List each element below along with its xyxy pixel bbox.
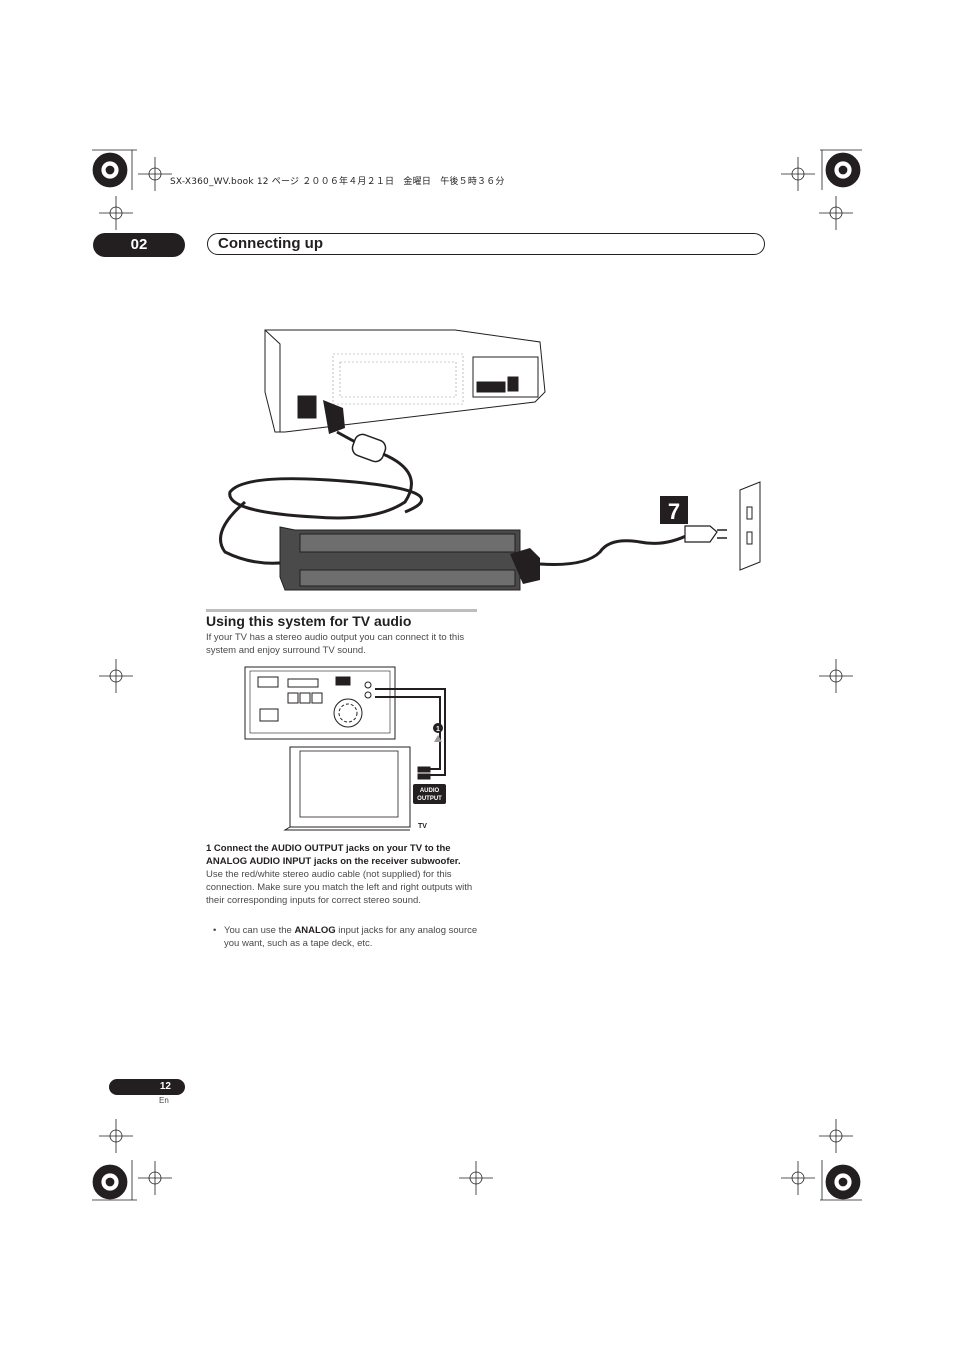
receiver-back-panel xyxy=(244,666,396,740)
bullet-suffix: input jacks for any analog source you wa… xyxy=(224,925,478,949)
bullet-dot-icon: • xyxy=(213,925,217,936)
game-console-drawing xyxy=(264,329,546,433)
section-title: Using this system for TV audio xyxy=(206,613,412,629)
file-header: SX-X360_WV.book 12 ページ ２００６年４月２１日 金曜日 午後… xyxy=(170,177,505,187)
step-1-callout: 1 xyxy=(436,726,440,733)
power-supply-brick xyxy=(279,526,521,591)
bullet-prefix: You can use the xyxy=(224,925,295,936)
audio-output-label-box xyxy=(413,784,446,804)
audio-output-label-line2: OUTPUT xyxy=(417,796,442,802)
bullet-bold-term: ANALOG xyxy=(294,925,336,936)
tv-audio-connection-illustration: 1 AUDIO OUTPUT TV xyxy=(244,666,446,831)
step-7-badge xyxy=(660,496,688,524)
section-rule xyxy=(206,609,477,612)
wall-outlet-drawing xyxy=(739,481,761,571)
page-language: En xyxy=(159,1096,169,1105)
page-number: 12 xyxy=(109,1079,185,1095)
power-connection-illustration: 7 xyxy=(219,329,761,591)
chapter-title: Connecting up xyxy=(218,235,323,252)
step-7-badge-label: 7 xyxy=(668,499,680,524)
tv-drawing xyxy=(283,746,431,831)
chapter-title-bar xyxy=(207,233,765,255)
console-vent-holes xyxy=(332,353,464,405)
chapter-number: 02 xyxy=(93,233,185,257)
audio-output-label-line1: AUDIO xyxy=(420,788,440,794)
step-1-body: Use the red/white stereo audio cable (no… xyxy=(206,869,473,906)
step-1-heading: 1 Connect the AUDIO OUTPUT jacks on your… xyxy=(206,843,461,867)
tv-label: TV xyxy=(418,823,427,830)
section-intro: If your TV has a stereo audio output you… xyxy=(206,632,465,656)
